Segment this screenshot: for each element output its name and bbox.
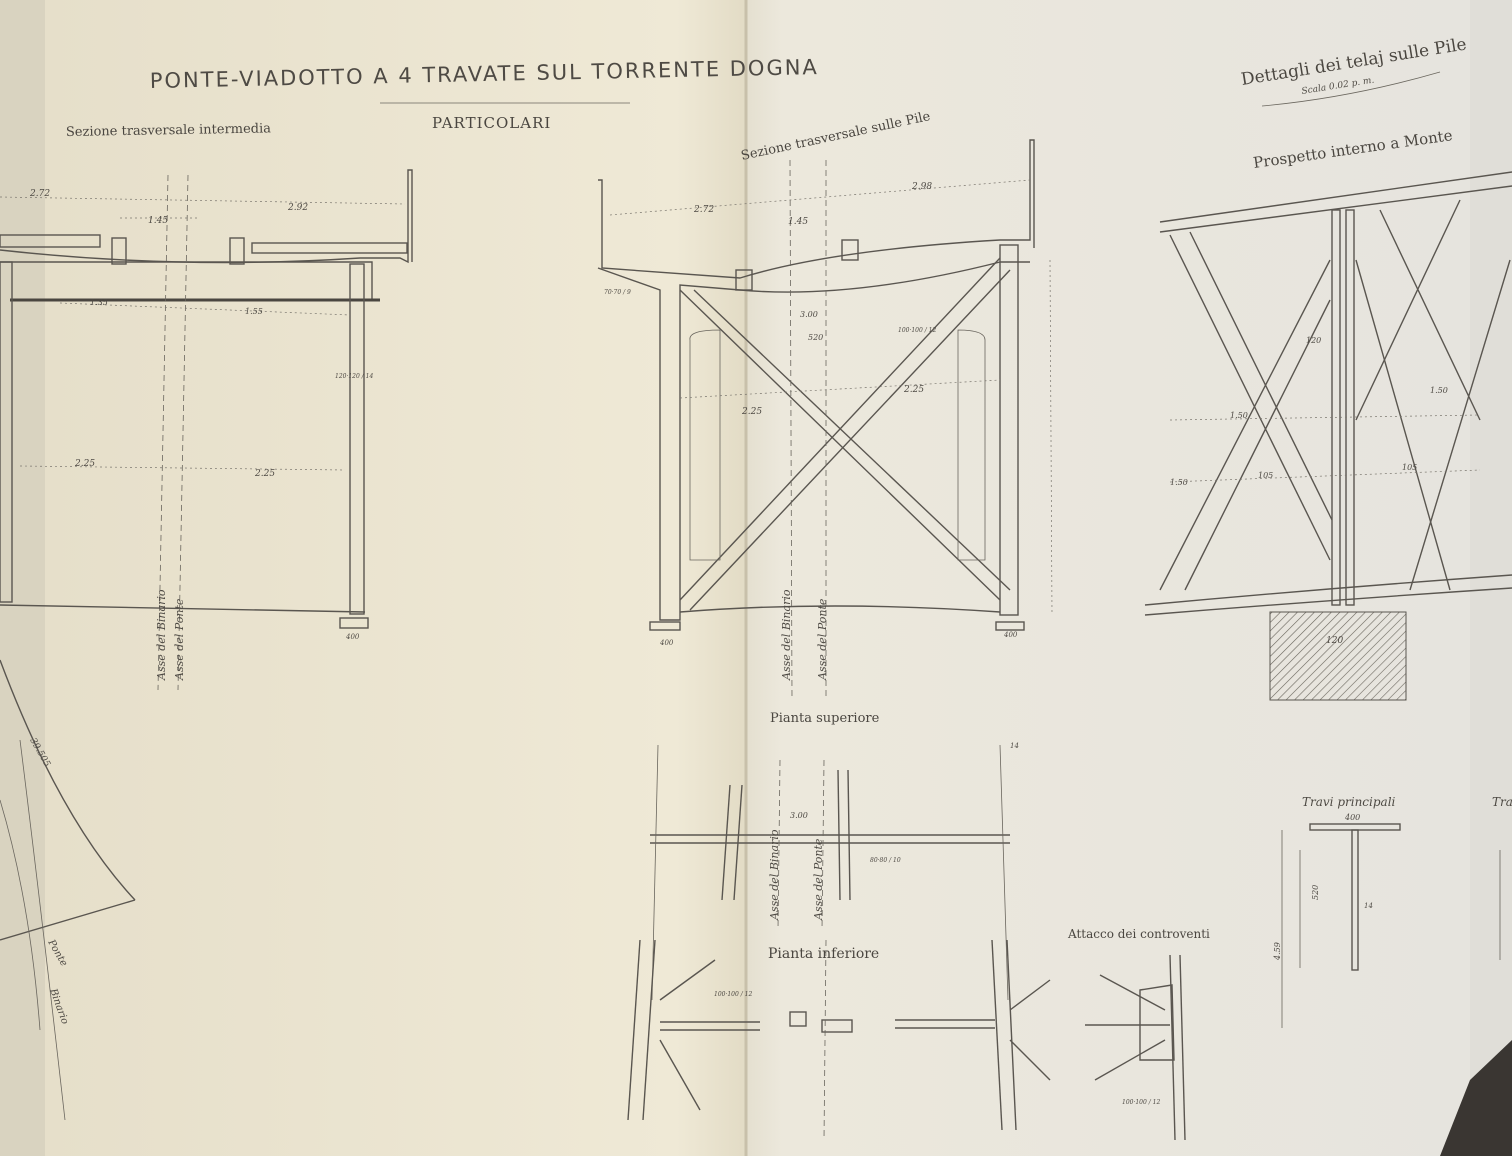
- dim-120-a: 120: [1306, 336, 1321, 345]
- dim-150-c: 1.50: [1170, 478, 1188, 487]
- dim-300-b: 3.00: [790, 811, 808, 820]
- dim-400-b: 400: [659, 639, 674, 647]
- detail-title-underline: [1261, 71, 1441, 107]
- axis-label-asse-1: Asse del Binario: [155, 589, 168, 681]
- axis-label-asse-4: Asse del Ponte: [816, 598, 829, 681]
- main-beam-drawing: [1281, 823, 1501, 1028]
- view-label-bracing: Attacco dei controventi: [1067, 927, 1210, 941]
- angle-80: 80·80 / 10: [870, 857, 901, 864]
- axis-label-plan-1: Asse del Binario: [768, 829, 781, 921]
- angle-120-a: 120·120 / 14: [335, 373, 373, 380]
- angle-100-a: 100·100 / 12: [898, 327, 936, 334]
- angle-70: 70·70 / 9: [604, 289, 631, 296]
- dim-272-a: 2.72: [29, 189, 50, 199]
- view-label-main-beams: Travi principali: [1302, 795, 1396, 809]
- dim-105-a: 105: [1258, 471, 1273, 480]
- dim-300-a: 3.00: [800, 310, 818, 319]
- dim-105-b: 105: [1402, 463, 1417, 472]
- dim-400-d: 400: [1344, 813, 1360, 822]
- dim-14-b: 14: [1364, 902, 1373, 910]
- section-intermediate-drawing: [0, 169, 413, 691]
- view-label-cut: Tra: [1492, 795, 1512, 809]
- dim-272-b: 2.72: [693, 205, 714, 215]
- plan-lower-drawing: [627, 939, 1051, 1141]
- dim-135: 1.35: [90, 298, 108, 307]
- view-label-plan-lower: Pianta inferiore: [768, 946, 879, 962]
- bracing-drawing: [1085, 954, 1186, 1141]
- view-label-section-intermediate: Sezione trasversale intermedia: [66, 121, 272, 140]
- dim-225-b: 2.25: [254, 469, 275, 479]
- angle-100-c: 100·100 / 12: [1122, 1099, 1160, 1106]
- dim-14-a: 14: [1010, 742, 1019, 750]
- plan-upper-drawing: [650, 744, 1010, 1001]
- dim-120-b: 120: [1326, 636, 1343, 646]
- dim-150-a: 1.50: [1430, 386, 1448, 395]
- dim-400-a: 400: [345, 633, 360, 641]
- dim-225-d: 2.25: [741, 407, 762, 417]
- axis-label-asse-2: Asse del Ponte: [173, 598, 186, 681]
- dim-155: 1.55: [245, 307, 263, 316]
- dim-150-b: 1.50: [1230, 411, 1248, 420]
- axis-label-plan-2: Asse del Ponte: [812, 838, 825, 921]
- dim-145-b: 1.45: [788, 217, 808, 227]
- axis-label-asse-3: Asse del Binario: [780, 589, 793, 681]
- sheet-subtitle: PARTICOLARI: [432, 114, 551, 132]
- dim-520-b: 520: [1311, 885, 1320, 900]
- dim-145-a: 1.45: [148, 216, 168, 226]
- dim-520: 520: [808, 333, 823, 342]
- dim-400-c: 400: [1003, 631, 1018, 639]
- view-label-plan-upper: Pianta superiore: [770, 711, 880, 726]
- dim-459: 4.59: [1273, 942, 1282, 961]
- angle-100-b: 100·100 / 12: [714, 991, 752, 998]
- dim-298: 2.98: [911, 182, 932, 192]
- plan-curve-drawing: [0, 659, 136, 1121]
- dim-225-c: 2.25: [903, 385, 924, 395]
- elevation-drawing: [1144, 171, 1512, 701]
- dim-225-a: 2.25: [74, 459, 95, 469]
- dim-292: 2.92: [287, 203, 308, 213]
- section-piers-drawing: [597, 139, 1053, 701]
